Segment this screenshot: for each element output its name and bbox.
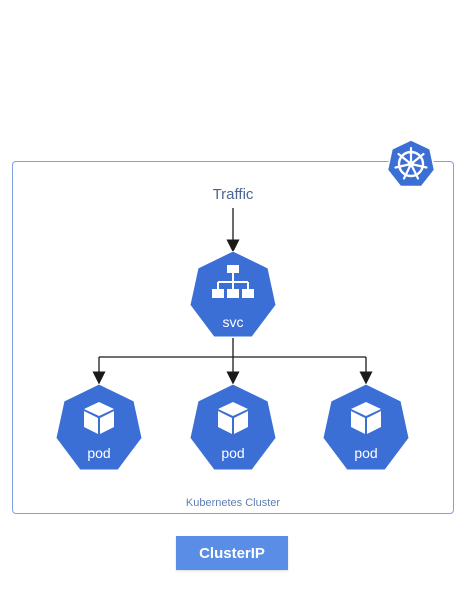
service-node: svc [189,250,277,338]
cube-icon [84,402,114,434]
pod-node-1: pod [55,383,143,471]
service-label: svc [222,314,244,330]
pod-label: pod [354,445,378,461]
cube-icon [351,402,381,434]
pod-node-2: pod [189,383,277,471]
kubernetes-logo [386,139,436,189]
kubernetes-cluster-boundary [12,161,454,514]
pod-node-3: pod [322,383,410,471]
pod-label: pod [221,445,245,461]
pod-label: pod [87,445,111,461]
cube-icon [218,402,248,434]
cluster-label: Kubernetes Cluster [185,497,281,509]
network-hierarchy-icon [212,265,254,298]
kubernetes-helm-wheel-icon [386,139,436,188]
clusterip-badge: ClusterIP [176,536,288,570]
traffic-label: Traffic [212,186,254,203]
